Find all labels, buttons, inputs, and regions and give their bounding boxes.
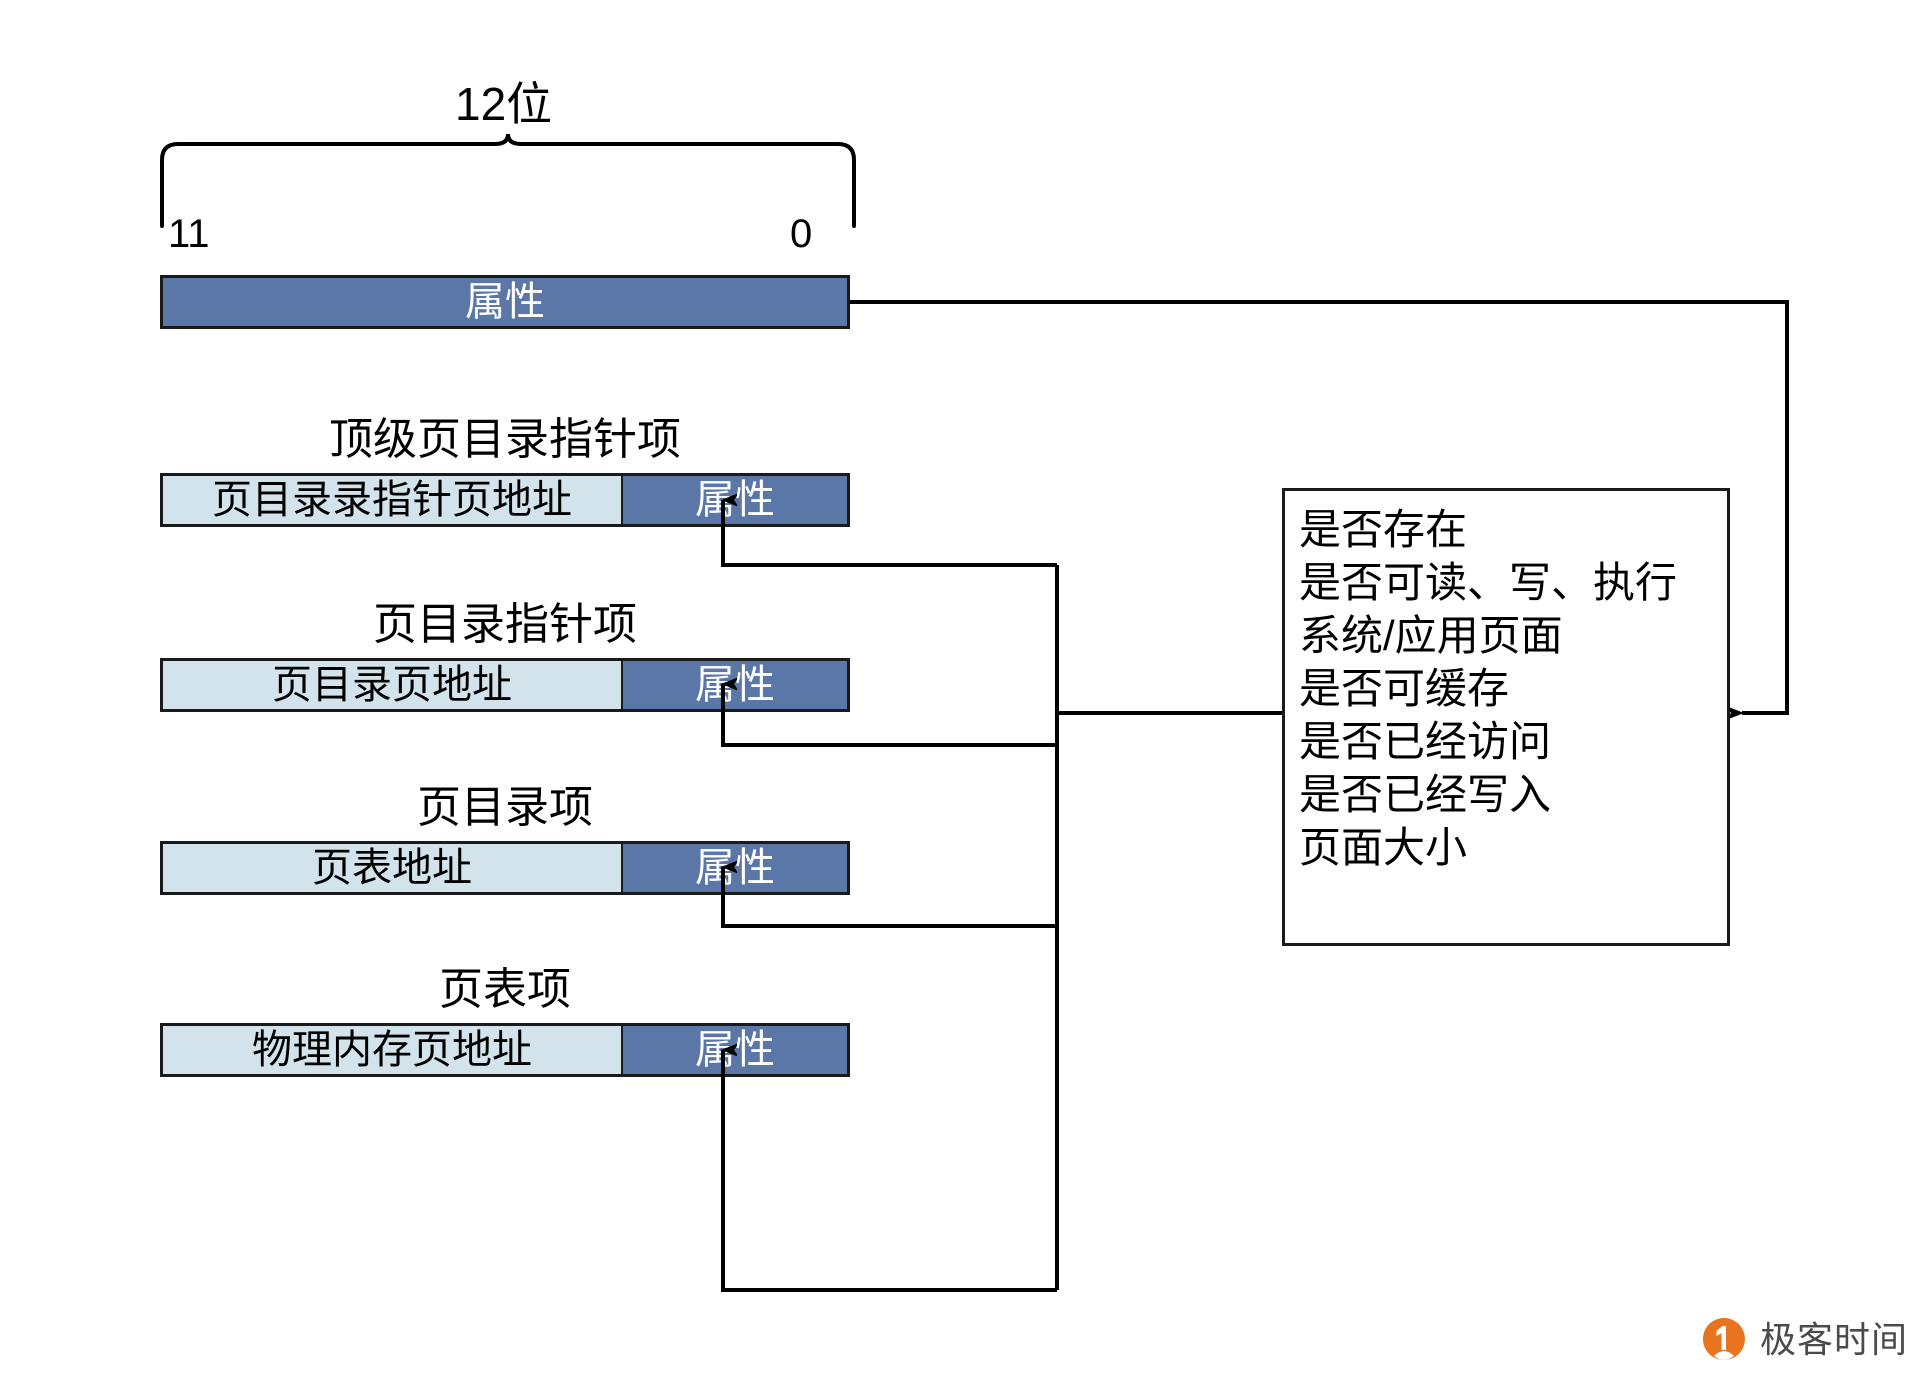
attribute-item: 是否已经访问 [1299,718,1552,765]
bit-index-low: 0 [790,212,813,256]
entry-bar: 物理内存页地址 属性 [160,1023,850,1077]
entry-title: 页目录指针项 [373,600,637,649]
entry-address-cell: 物理内存页地址 [163,1026,623,1074]
brand-logo: 极客时间 [1700,1316,1908,1364]
bit-width-label: 12位 [455,78,553,130]
attribute-item: 是否可读、写、执行 [1299,559,1678,606]
entry-address-cell: 页表地址 [163,844,623,892]
attribute-description-box: 是否存在 是否可读、写、执行 系统/应用页面 是否可缓存 是否已经访问 是否已经… [1282,488,1730,946]
attribute-item: 系统/应用页面 [1299,612,1563,659]
entry-address-label: 页表地址 [312,846,472,890]
bit-range-brace [160,133,856,228]
attribute-field-bar: 属性 [160,275,850,329]
entry-title: 页表项 [439,965,571,1014]
attribute-item: 是否存在 [1299,506,1468,553]
attribute-field-label: 属性 [465,280,545,324]
entry-address-label: 页目录录指针页地址 [212,478,572,522]
attribute-item: 是否可缓存 [1299,665,1510,712]
geekbang-logo-icon [1700,1316,1748,1364]
entry-address-label: 页目录页地址 [272,663,512,707]
entry-address-cell: 页目录页地址 [163,661,623,709]
entry-title: 顶级页目录指针项 [329,415,681,464]
attribute-item: 页面大小 [1299,824,1468,871]
entry-attribute-cell: 属性 [623,844,847,892]
entry-address-label: 物理内存页地址 [252,1028,532,1072]
attribute-item: 是否已经写入 [1299,771,1552,818]
entry-title: 页目录项 [417,783,593,832]
entry-bar: 页表地址 属性 [160,841,850,895]
entry-bar: 页目录录指针页地址 属性 [160,473,850,527]
bit-index-high: 11 [168,212,210,256]
entry-address-cell: 页目录录指针页地址 [163,476,623,524]
brand-logo-text: 极客时间 [1760,1319,1909,1360]
